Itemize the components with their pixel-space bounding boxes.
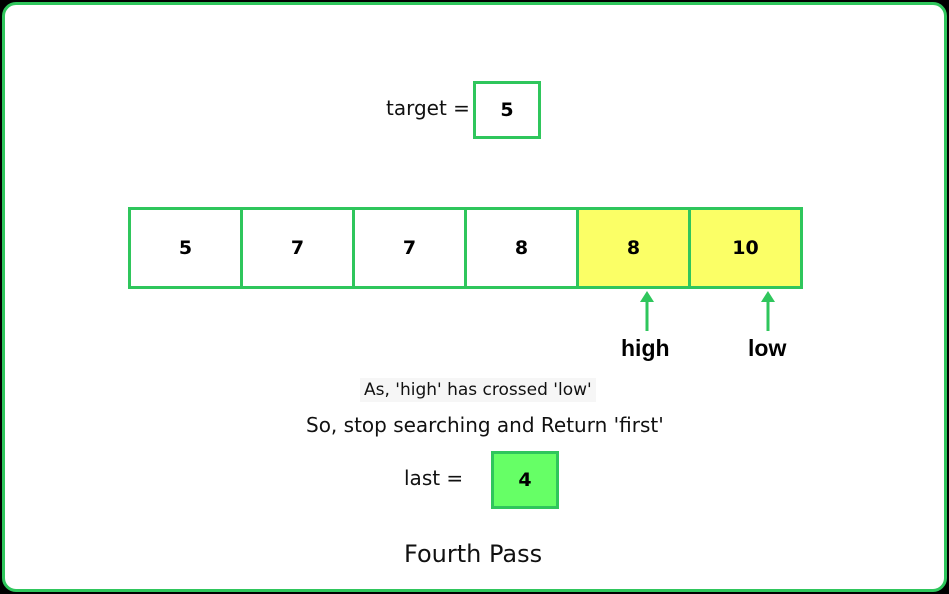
array-cell-highlighted: 10 bbox=[688, 207, 803, 289]
array-cell-highlighted: 8 bbox=[576, 207, 691, 289]
array-cell: 7 bbox=[352, 207, 467, 289]
pass-caption: Fourth Pass bbox=[404, 540, 543, 568]
low-pointer-label: low bbox=[748, 335, 787, 361]
crossed-message: As, 'high' has crossed 'low' bbox=[360, 378, 596, 402]
result-value-box: 4 bbox=[491, 451, 559, 509]
target-value-box: 5 bbox=[473, 81, 541, 139]
low-pointer-arrow-icon bbox=[761, 291, 775, 331]
array-cell: 5 bbox=[128, 207, 243, 289]
target-label: target = bbox=[386, 96, 470, 120]
result-label: last = bbox=[404, 466, 464, 490]
array: 5 7 7 8 8 10 bbox=[128, 207, 803, 289]
array-cell: 8 bbox=[464, 207, 579, 289]
high-pointer-label: high bbox=[621, 335, 670, 361]
return-message: So, stop searching and Return 'first' bbox=[306, 413, 664, 437]
array-cell: 7 bbox=[240, 207, 355, 289]
high-pointer-arrow-icon bbox=[640, 291, 654, 331]
